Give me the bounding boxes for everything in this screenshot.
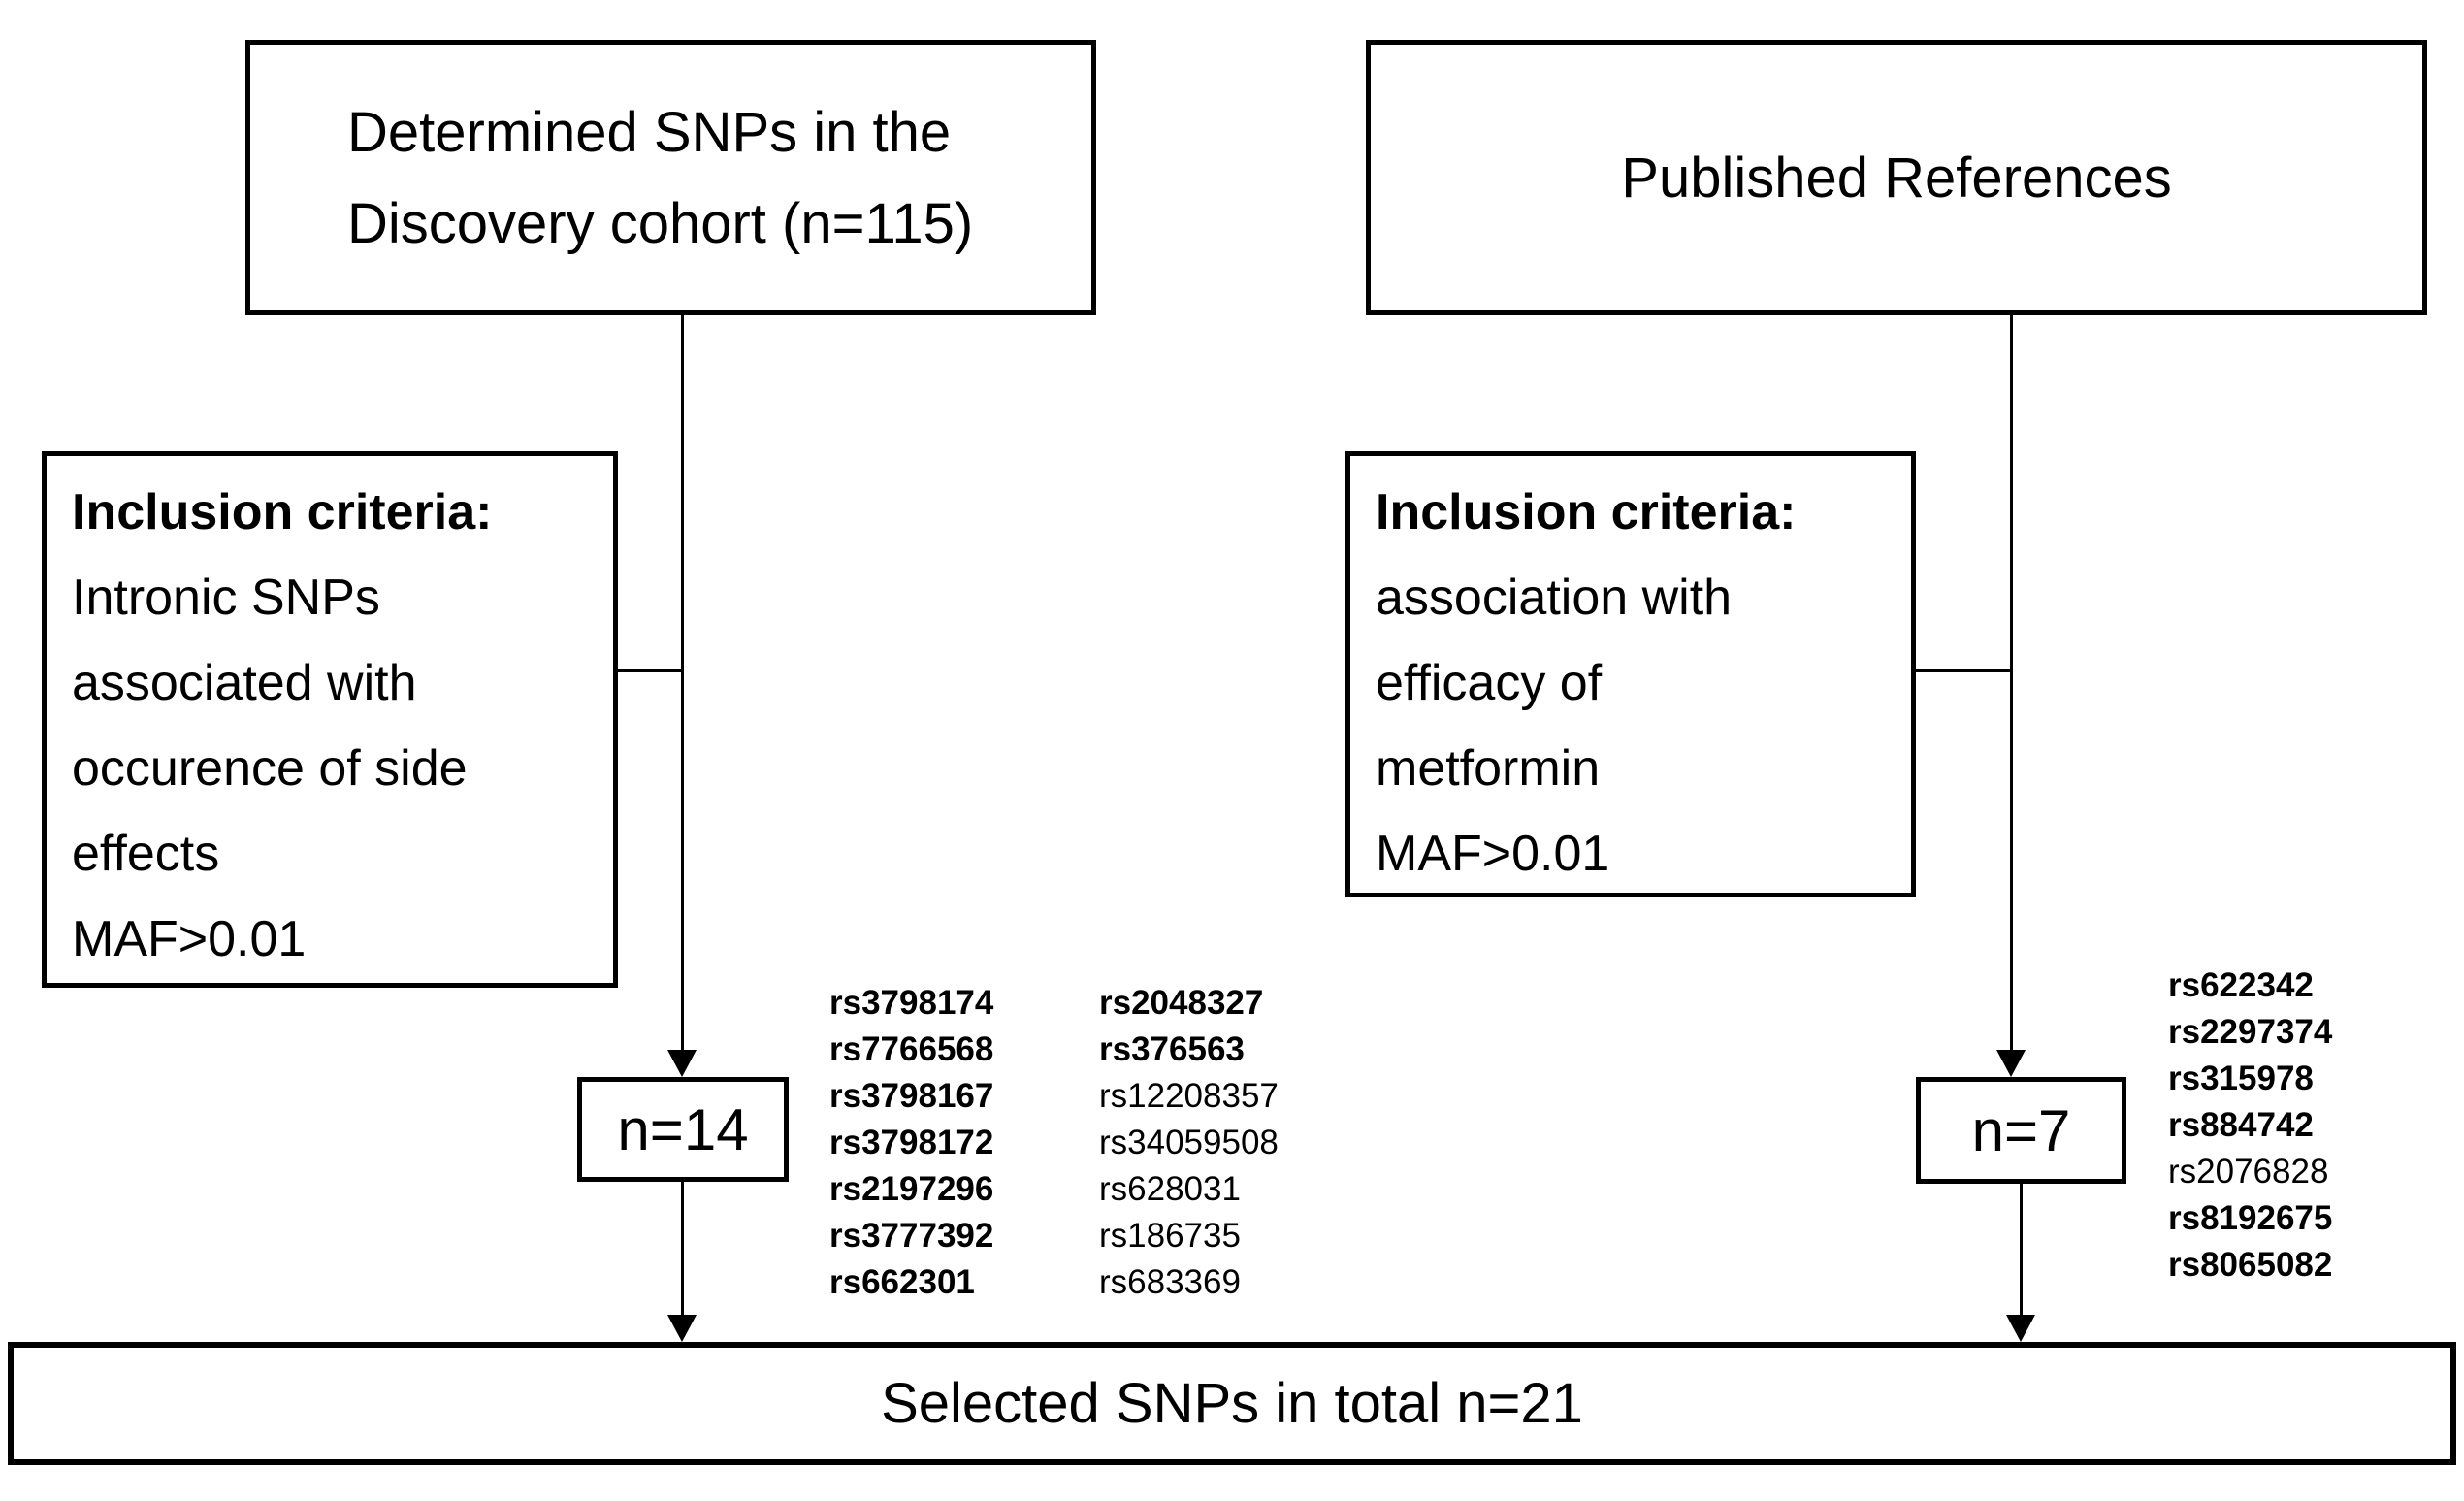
snp-item: rs34059508 bbox=[1099, 1124, 1279, 1161]
snp-item: rs376563 bbox=[1099, 1030, 1245, 1068]
snp-item: rs8192675 bbox=[2168, 1199, 2333, 1237]
snp-item: rs628031 bbox=[1099, 1170, 1241, 1208]
snp-item: rs2197296 bbox=[829, 1170, 994, 1208]
snp-item: rs12208357 bbox=[1099, 1077, 1279, 1115]
snp-item: rs3777392 bbox=[829, 1217, 994, 1255]
snp-item: rs683369 bbox=[1099, 1263, 1241, 1301]
snp-item: rs315978 bbox=[2168, 1060, 2314, 1097]
snp-item: rs7766568 bbox=[829, 1030, 994, 1068]
right-count-label: n=7 bbox=[1971, 1097, 2071, 1163]
connector-line-left-top bbox=[681, 315, 684, 1053]
snp-item: rs3798167 bbox=[829, 1077, 994, 1115]
connector-line-left-bottom bbox=[681, 1182, 684, 1320]
snp-item: rs2076828 bbox=[2168, 1153, 2329, 1191]
right-inclusion-criteria-body: association with efficacy of metformin M… bbox=[1376, 570, 1733, 882]
right-count-box: n=7 bbox=[1916, 1077, 2126, 1184]
snp-item: rs662301 bbox=[829, 1263, 975, 1301]
snp-item: rs884742 bbox=[2168, 1106, 2314, 1144]
connector-line-right-top bbox=[2010, 315, 2013, 1053]
snp-item: rs2048327 bbox=[1099, 984, 1264, 1022]
discovery-cohort-box: Determined SNPs in the Discovery cohort … bbox=[245, 40, 1096, 315]
selected-snps-total-box: Selected SNPs in total n=21 bbox=[8, 1342, 2456, 1465]
left-count-label: n=14 bbox=[617, 1096, 749, 1162]
selected-snps-total-label: Selected SNPs in total n=21 bbox=[881, 1372, 1583, 1435]
arrow-down-icon bbox=[1996, 1050, 2026, 1077]
snp-list-left-column-2: rs2048327 rs376563 rs12208357 rs34059508 rs6… bbox=[1099, 980, 1279, 1306]
left-inclusion-criteria-body: Intronic SNPs associated with occurence … bbox=[72, 570, 468, 967]
left-count-box: n=14 bbox=[577, 1077, 789, 1182]
snp-item: rs622342 bbox=[2168, 966, 2314, 1004]
snp-list-right-column: rs622342 rs2297374 rs315978 rs884742 rs20768… bbox=[2168, 963, 2332, 1289]
connector-line-right-bottom bbox=[2020, 1184, 2023, 1320]
arrow-down-icon bbox=[667, 1315, 697, 1342]
snp-item: rs186735 bbox=[1099, 1217, 1241, 1255]
snp-item: rs3798174 bbox=[829, 984, 994, 1022]
snp-item: rs2297374 bbox=[2168, 1013, 2333, 1051]
right-inclusion-criteria-box: Inclusion criteria: association with eff… bbox=[1345, 451, 1916, 897]
left-inclusion-criteria-heading: Inclusion criteria: bbox=[72, 484, 493, 540]
discovery-cohort-label: Determined SNPs in the Discovery cohort … bbox=[347, 101, 974, 255]
right-inclusion-criteria-heading: Inclusion criteria: bbox=[1376, 484, 1797, 540]
arrow-down-icon bbox=[2006, 1315, 2035, 1342]
published-references-box: Published References bbox=[1366, 40, 2427, 315]
arrow-down-icon bbox=[667, 1050, 697, 1077]
snp-item: rs3798172 bbox=[829, 1124, 994, 1161]
snp-item: rs8065082 bbox=[2168, 1246, 2333, 1284]
snp-list-left-column-1: rs3798174 rs7766568 rs3798167 rs3798172 rs21… bbox=[829, 980, 993, 1306]
connector-line-right-criteria bbox=[1916, 669, 2012, 672]
left-inclusion-criteria-box: Inclusion criteria: Intronic SNPs associ… bbox=[42, 451, 618, 988]
published-references-label: Published References bbox=[1621, 146, 2172, 210]
connector-line-left-criteria bbox=[618, 669, 683, 672]
